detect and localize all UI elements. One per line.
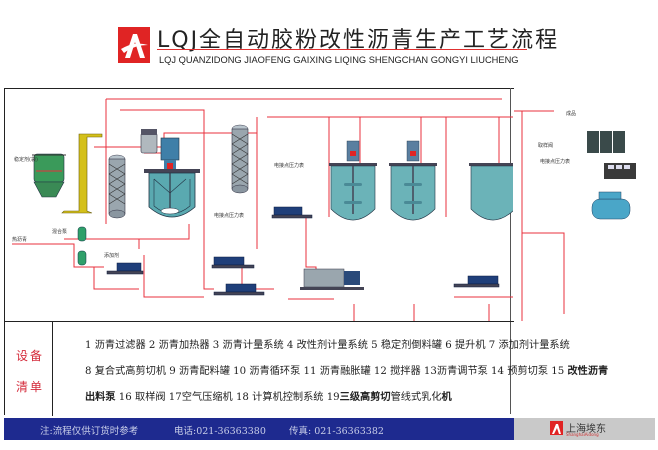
label-pressure-gauge-4: 电接点压力表 xyxy=(540,158,570,165)
label-pressure-gauge-2: 电接点压力表 xyxy=(274,162,304,169)
footer-note: 注:流程仅供订货时参考 xyxy=(40,426,139,437)
elevator xyxy=(61,133,103,214)
brand-logo-icon xyxy=(550,421,563,435)
label-additive: 添加剂 xyxy=(104,252,119,259)
label-sampling-valve: 取样阀 xyxy=(538,142,553,149)
company-logo-icon xyxy=(118,27,150,63)
stabilizer-tank xyxy=(32,153,66,198)
reactor-tank-3 xyxy=(469,163,517,221)
label-mix-pump: 混合泵 xyxy=(52,228,67,235)
diagram-frame-right xyxy=(510,88,511,414)
footer-bar: 注:流程仅供订货时参考 电话:021-36363380 传真: 021-3636… xyxy=(4,418,514,440)
title-underline xyxy=(157,49,527,50)
control-cabinets xyxy=(587,131,625,153)
right-equipment-area: 成品 取样阀 电接点压力表 xyxy=(514,89,655,321)
reactor-tank-1 xyxy=(329,140,377,221)
asphalt-filter xyxy=(77,226,87,266)
reactor-tank-2 xyxy=(389,140,437,221)
equipment-list-line-1: 1 沥青过滤器 2 沥青加热器 3 沥青计量系统 4 改性剂计量系统 5 稳定剂… xyxy=(85,340,570,351)
diagram-frame xyxy=(4,88,514,415)
screw-pumps xyxy=(106,206,585,300)
brand-subtitle: ShanghaiAidong xyxy=(566,432,599,437)
equipment-list-line-3: 出料泵 16 取样阀 17空气压缩机 18 计算机控制系统 19三级高剪切管线式… xyxy=(85,391,452,403)
footer-phone: 电话:021-36363380 xyxy=(174,426,266,437)
heater-2 xyxy=(231,124,249,194)
footer-fax: 传真: 021-36363382 xyxy=(289,426,384,437)
heading-list: 清单 xyxy=(16,380,45,394)
equipment-list-heading: 设备 清单 xyxy=(4,322,53,416)
footer-brand: 上海埃东 ShanghaiAidong xyxy=(514,418,655,440)
label-stabilizer-bag: 稳定剂(袋) xyxy=(14,156,38,163)
equipment-list-line-2: 8 复合式高剪切机 9 沥青配料罐 10 沥青循环泵 11 沥青融胀罐 12 搅… xyxy=(85,365,609,377)
air-compressor xyxy=(591,191,631,220)
high-shear-mixer-tank xyxy=(144,137,200,218)
computer-console xyxy=(604,163,636,179)
heading-equipment: 设备 xyxy=(16,349,45,363)
process-flow-diagram: 稳定剂(袋) 热沥青 混合泵 添加剂 电接点压力表 电接点压力表 xyxy=(4,89,605,356)
brand-name: 上海埃东 xyxy=(566,424,606,435)
asphalt-metering-unit xyxy=(140,129,158,154)
label-hot-asphalt: 热沥青 xyxy=(12,236,27,243)
label-pressure-gauge-1: 电接点压力表 xyxy=(214,212,244,219)
asphalt-heater xyxy=(108,154,126,219)
equipment-list: 设备 清单 1 沥青过滤器 2 沥青加热器 3 沥青计量系统 4 改性剂计量系统… xyxy=(4,321,608,416)
header: LQJ全自动胶粉改性沥青生产工艺流程 LQJ QUANZIDONG JIAOFE… xyxy=(0,0,658,88)
page-title: LQJ全自动胶粉改性沥青生产工艺流程 xyxy=(157,28,560,53)
label-product: 成品 xyxy=(566,110,576,117)
page-subtitle: LQJ QUANZIDONG JIAOFENG GAIXING LIQING S… xyxy=(159,55,519,65)
